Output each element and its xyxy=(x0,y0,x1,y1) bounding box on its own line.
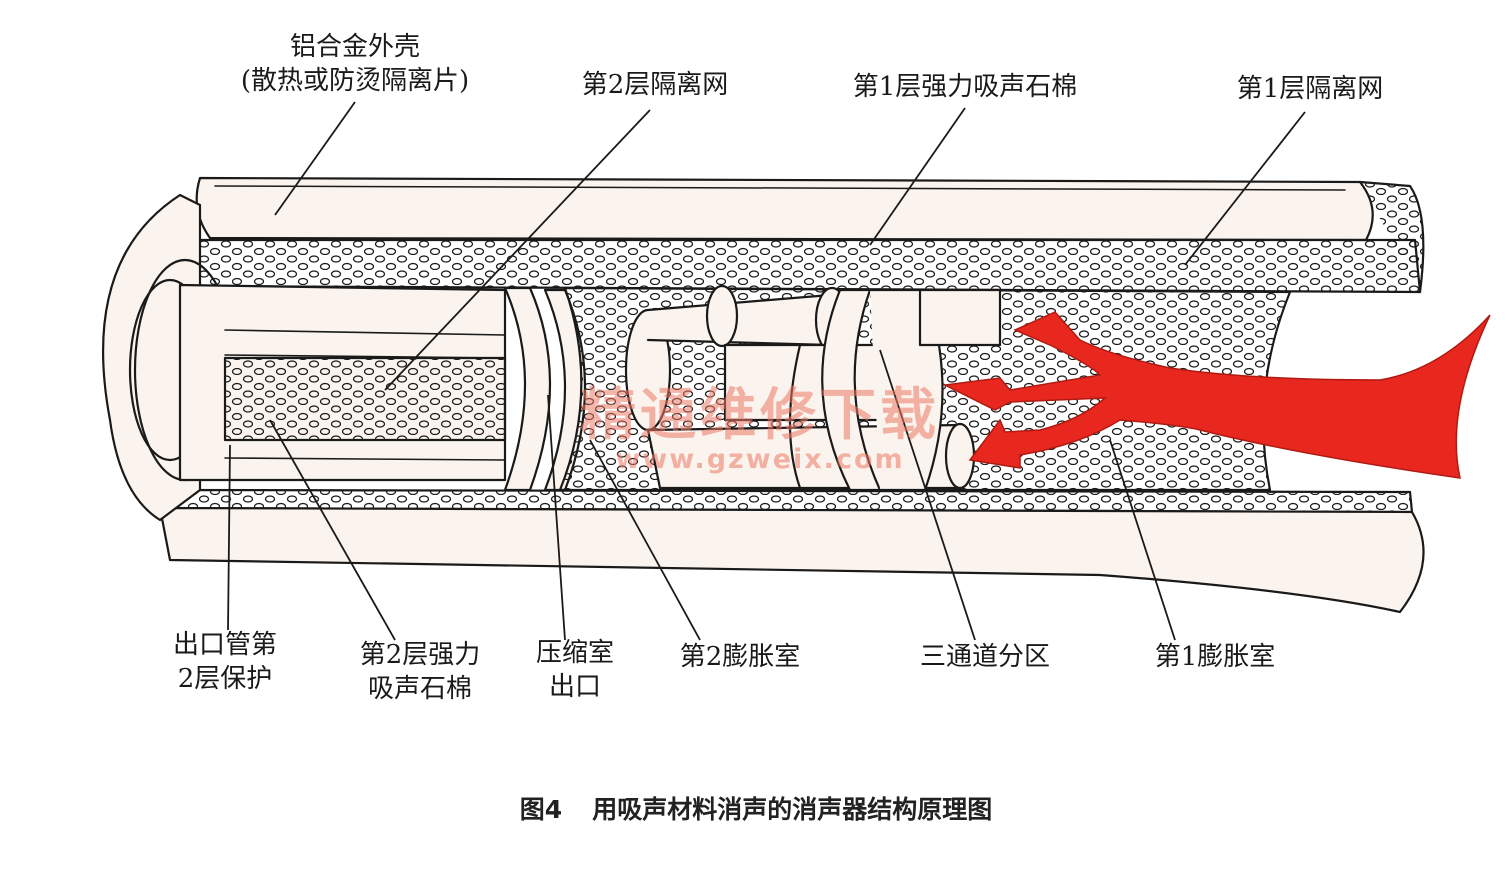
leader-shell xyxy=(274,101,356,216)
label-outlet-protection: 出口管第 2层保护 xyxy=(140,628,310,696)
label-outlet-line1: 出口管第 xyxy=(172,630,277,660)
outer-shell-bottom xyxy=(158,506,1425,614)
label-layer2-wool-line2: 吸声石棉 xyxy=(367,674,472,704)
label-aluminum-shell: 铝合金外壳 (散热或防烫隔离片) xyxy=(190,30,520,98)
label-compression-outlet: 压缩室 出口 xyxy=(520,636,630,704)
label-layer2-wool-line1: 第2层强力 xyxy=(359,640,481,670)
leader-layer1-wool xyxy=(869,107,966,246)
label-exp2-chamber: 第2膨胀室 xyxy=(679,642,801,672)
label-layer1-mesh: 第1层隔离网 xyxy=(1236,74,1384,104)
leader-exp2 xyxy=(589,439,701,641)
leader-layer1-mesh xyxy=(1184,111,1306,266)
label-layer1-wool: 第1层强力吸声石棉 xyxy=(852,72,1078,102)
figure-caption: 图4 用吸声材料消声的消声器结构原理图 xyxy=(0,790,1512,826)
label-layer2-wool: 第2层强力 吸声石棉 xyxy=(335,638,505,706)
layer2-wool-core xyxy=(223,356,507,442)
exhaust-flow-arrow xyxy=(942,311,1491,479)
leader-compression xyxy=(547,394,566,641)
caption-number: 图4 xyxy=(519,795,563,824)
label-comp-line1: 压缩室 xyxy=(535,638,614,668)
leader-three-way xyxy=(879,349,976,641)
label-shell-line1: 铝合金外壳 xyxy=(289,32,420,62)
leader-layer2-mesh xyxy=(384,109,651,391)
leader-outlet xyxy=(227,444,231,631)
label-three-way: 三通道分区 xyxy=(919,642,1050,672)
label-outlet-line2: 2层保护 xyxy=(177,664,273,694)
leader-layer2-wool xyxy=(269,419,396,641)
label-comp-line2: 出口 xyxy=(548,672,601,702)
upper-chamber-box xyxy=(918,288,1002,347)
caption-title: 用吸声材料消声的消声器结构原理图 xyxy=(592,795,993,824)
label-shell-line2: (散热或防烫隔离片) xyxy=(240,66,470,96)
layer1-wool-band xyxy=(190,238,1422,294)
label-exp1-chamber: 第1膨胀室 xyxy=(1154,642,1276,672)
compression-outlet-baffle xyxy=(503,286,552,492)
leader-exp1 xyxy=(1109,439,1176,641)
label-layer2-mesh: 第2层隔离网 xyxy=(581,70,729,100)
